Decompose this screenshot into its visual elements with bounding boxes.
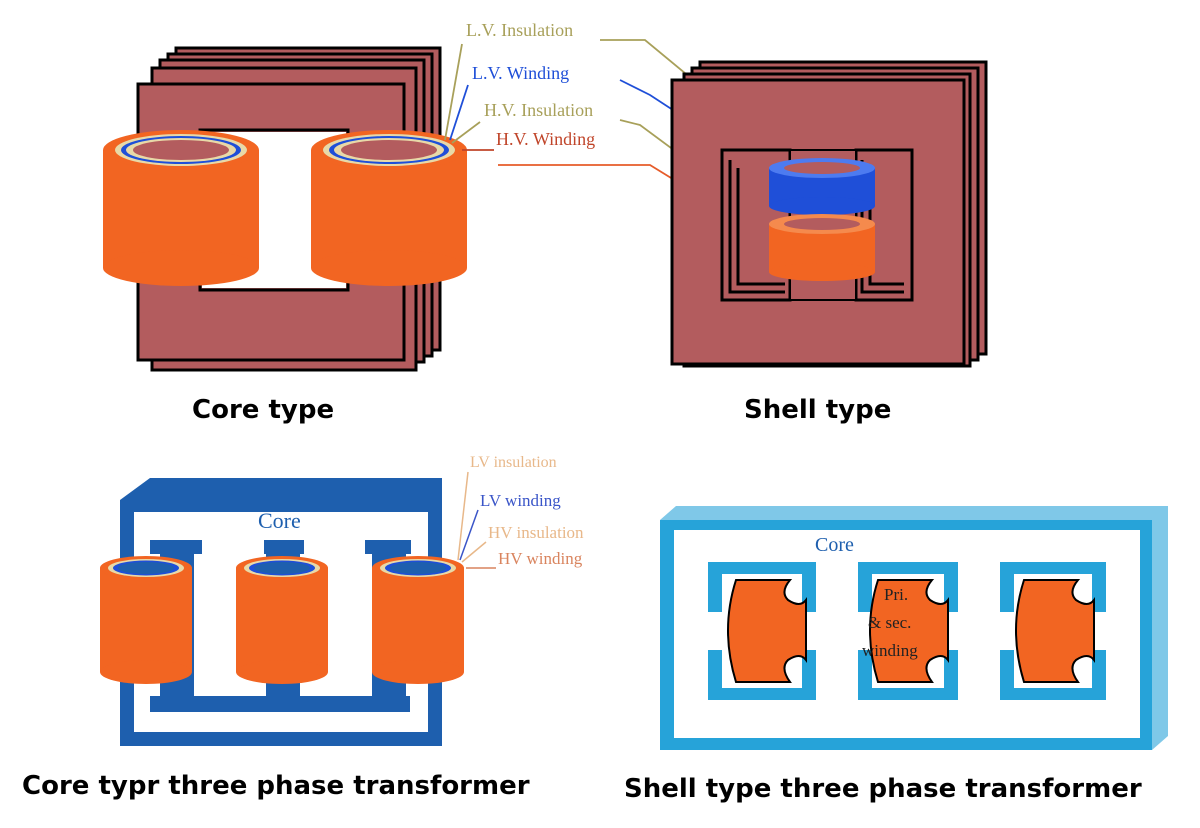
shell-three-phase-caption: Shell type three phase transformer [624, 774, 1142, 804]
winding-label-line3: winding [862, 641, 918, 660]
three-phase-winding-2 [236, 556, 328, 684]
shell-type-three-phase: Core Pri. & s [624, 506, 1168, 804]
core-type-transformer: L.V. Insulation L.V. Winding H.V. Insula… [103, 20, 791, 425]
shell-winding-2 [869, 579, 949, 683]
hv-insulation-label: H.V. Insulation [484, 100, 593, 120]
shell-type-caption: Shell type [744, 395, 891, 425]
hv-winding-left [103, 130, 259, 286]
winding-label-line2: & sec. [868, 613, 911, 632]
bl-lv-winding-label: LV winding [480, 491, 561, 510]
shell-type-transformer: Shell type [670, 60, 988, 425]
bl-hv-winding-label: HV winding [498, 549, 583, 568]
hv-winding-label: H.V. Winding [496, 129, 595, 149]
hv-winding-right [311, 130, 467, 286]
shell-winding-1 [727, 579, 807, 683]
bl-hv-insulation-label: HV insulation [488, 523, 584, 542]
shell-winding-3 [1015, 579, 1095, 683]
core-type-three-phase: Core LV insulation LV wi [22, 454, 584, 801]
shell-lv-winding [769, 158, 875, 215]
core-three-phase-caption: Core typr three phase transformer [22, 771, 530, 801]
winding-label-line1: Pri. [884, 585, 908, 604]
core-type-caption: Core type [192, 395, 334, 425]
three-phase-winding-3 [372, 556, 464, 684]
shell-three-phase-core-label: Core [815, 534, 854, 556]
three-phase-core-label: Core [258, 508, 301, 533]
lv-winding-label: L.V. Winding [472, 63, 569, 83]
shell-hv-winding [769, 214, 875, 281]
three-phase-winding-1 [100, 556, 192, 684]
bl-lv-insulation-label: LV insulation [470, 454, 557, 471]
lv-insulation-label: L.V. Insulation [466, 20, 573, 40]
